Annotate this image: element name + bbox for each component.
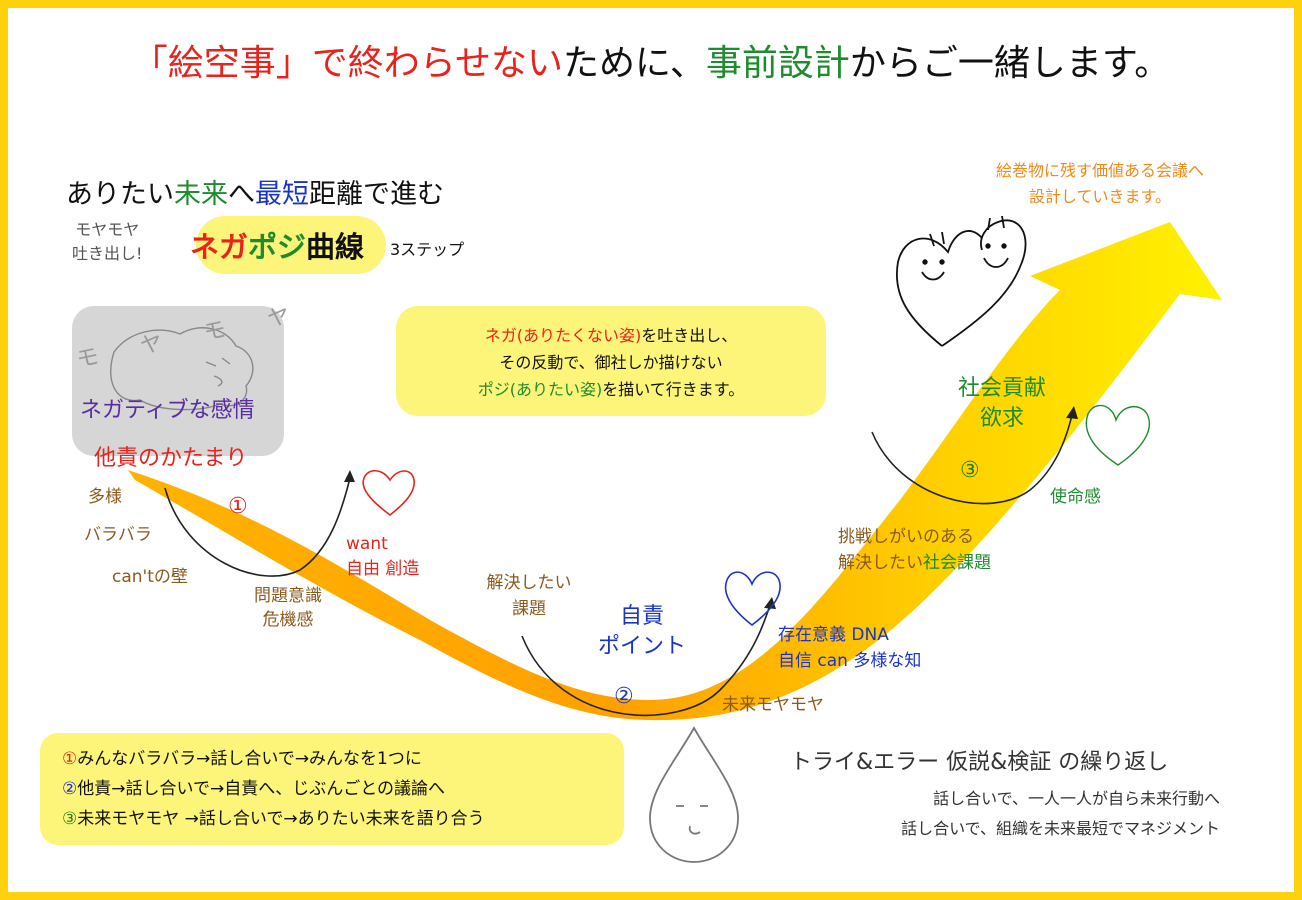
title-part3: 事前設計: [705, 43, 850, 84]
step-3-marker: ③: [62, 809, 78, 829]
title-part2: ために、: [562, 43, 706, 84]
kaiketsu-line2: 課題: [512, 599, 546, 619]
jiseki-line1: 自責: [619, 604, 664, 629]
negapoji-steps: 3ステップ: [390, 240, 465, 259]
step-3-text: 未来モヤモヤ →話し合いで→ありたい未来を語り合う: [77, 809, 485, 829]
blob-line2: 他責のかたまり: [94, 446, 248, 471]
try-error-heading: トライ&エラー 仮説&検証 の繰り返し: [790, 750, 1169, 775]
description-line1: ネガ(ありたくない姿)を吐き出し、: [396, 322, 826, 349]
subtitle-p1: ありたい: [66, 179, 174, 210]
mondai-line2: 危機感: [262, 610, 314, 630]
chosen-line2: 解決したい社会課題: [838, 550, 991, 576]
subtitle-p3: へ: [228, 179, 255, 210]
negapoji-highlight: [196, 216, 386, 274]
want-label: want 自由 創造: [346, 532, 419, 582]
title-part4: からご一緒します。: [849, 43, 1171, 84]
description-line2: その反動で、御社しか描けない: [499, 353, 723, 372]
step-2-marker: ②: [62, 779, 78, 799]
subtitle-p2: 未来: [174, 179, 228, 210]
heart-icon-red: [362, 469, 415, 517]
subtitle-p5: 距離で進む: [309, 179, 444, 210]
emaki-label: 絵巻物に残す価値ある会議へ設計していきます。: [960, 158, 1240, 210]
negative-emotion-blob: [72, 306, 284, 456]
mondai-line1: 問題意識: [254, 586, 322, 606]
chosen-l2b: 社会課題: [923, 553, 991, 573]
blob-line1: ネガティブな感情: [80, 398, 255, 423]
marker-1: ①: [228, 494, 248, 519]
heart-icon-blue: [724, 571, 781, 627]
jiseki-line2: ポイント: [597, 634, 686, 659]
sonzai-line1: 存在意義 DNA: [778, 625, 889, 645]
negapoji-nega: ネガ: [190, 230, 249, 264]
heart-icon-green: [1085, 404, 1150, 466]
chosen-label: 挑戦しがいのある解決したい社会課題: [838, 524, 991, 576]
kaiketsu-line1: 解決したい: [486, 573, 572, 593]
step-1-text: みんなバラバラ→話し合いで→みんなを1つに: [77, 749, 422, 769]
marker-2: ②: [614, 684, 634, 709]
try-error-line2: 話し合いで、組織を未来最短でマネジメント: [901, 819, 1220, 838]
steps-list: ①みんなバラバラ→話し合いで→みんなを1つに ②他責→話し合いで→自責へ、じぶん…: [62, 744, 485, 834]
emaki-line1: 絵巻物に残す価値ある会議へ: [995, 161, 1204, 180]
emaki-line2: 設計していきます。: [1029, 187, 1171, 206]
kaiketsu-label: 解決したい課題: [474, 570, 584, 622]
step-3: ③未来モヤモヤ →話し合いで→ありたい未来を語り合う: [62, 804, 485, 834]
negapoji-curve: 曲線: [306, 230, 365, 264]
arrow-step3: [871, 414, 1073, 505]
description-text: ネガ(ありたくない姿)を吐き出し、 その反動で、御社しか描けない ポジ(ありたい…: [396, 322, 826, 403]
sonzai-line2: 自信 can 多様な知: [778, 651, 922, 671]
want-line1: want: [346, 534, 388, 554]
description-l3a: ポジ(ありたい姿): [477, 380, 603, 399]
shimeikan-label: 使命感: [1050, 487, 1101, 507]
arrow-step1: [164, 477, 351, 577]
shakai-line2: 欲求: [979, 406, 1024, 431]
step-1: ①みんなバラバラ→話し合いで→みんなを1つに: [62, 744, 485, 774]
description-l1a: ネガ(ありたくない姿): [484, 326, 642, 345]
shakai-label: 社会貢献欲求: [950, 374, 1054, 434]
negapoji-poji: ポジ: [248, 230, 307, 264]
sonzai-label: 存在意義 DNA 自信 can 多様な知: [778, 622, 921, 674]
marker-3: ③: [960, 458, 980, 483]
step-1-marker: ①: [62, 749, 78, 769]
chosen-line1: 挑戦しがいのある: [838, 527, 974, 547]
smiling-heart-icon: [896, 215, 1027, 347]
label-barabara: バラバラ: [84, 525, 152, 545]
description-l3b: を描いて行きます。: [602, 380, 745, 399]
label-tayo: 多様: [88, 487, 122, 507]
moyamoya-note-line2: 吐き出し!: [72, 244, 143, 263]
moyamoya-note-line1: モヤモヤ: [75, 220, 140, 239]
swoosh-arrow: [128, 222, 1222, 721]
label-cant: can'tの壁: [112, 567, 188, 587]
subtitle-p4: 最短: [255, 179, 309, 210]
mirai-moyamoya-label: 未来モヤモヤ: [722, 695, 824, 715]
jiseki-label: 自責ポイント: [586, 602, 698, 662]
try-error-lines: 話し合いで、一人一人が自ら未来行動へ話し合いで、組織を未来最短でマネジメント: [901, 784, 1220, 844]
try-error-line1: 話し合いで、一人一人が自ら未来行動へ: [933, 789, 1220, 808]
description-box: [396, 306, 826, 416]
negapoji-label: ネガポジ曲線: [190, 224, 364, 266]
sleepy-face-icon: [110, 327, 254, 411]
step-2-text: 他責→話し合いで→自責へ、じぶんごとの議論へ: [77, 779, 446, 799]
subtitle: ありたい未来へ最短距離で進む: [66, 172, 444, 211]
chosen-l2a: 解決したい: [838, 553, 923, 573]
arrow-step2: [521, 604, 771, 717]
step-2: ②他責→話し合いで→自責へ、じぶんごとの議論へ: [62, 774, 485, 804]
moyamoya-note: モヤモヤ吐き出し!: [72, 218, 142, 266]
description-l1b: を吐き出し、: [641, 326, 738, 345]
description-line3: ポジ(ありたい姿)を描いて行きます。: [396, 376, 826, 403]
steps-box: [40, 733, 624, 845]
mondai-label: 問題意識危機感: [240, 584, 336, 632]
title-part1: 「絵空事」で終わらせない: [131, 43, 563, 84]
page-title: 「絵空事」で終わらせないために、事前設計からご一緒します。: [0, 34, 1302, 86]
drop-face-icon: [649, 726, 739, 863]
shakai-line1: 社会貢献: [957, 376, 1046, 401]
want-line2: 自由 創造: [346, 559, 420, 579]
